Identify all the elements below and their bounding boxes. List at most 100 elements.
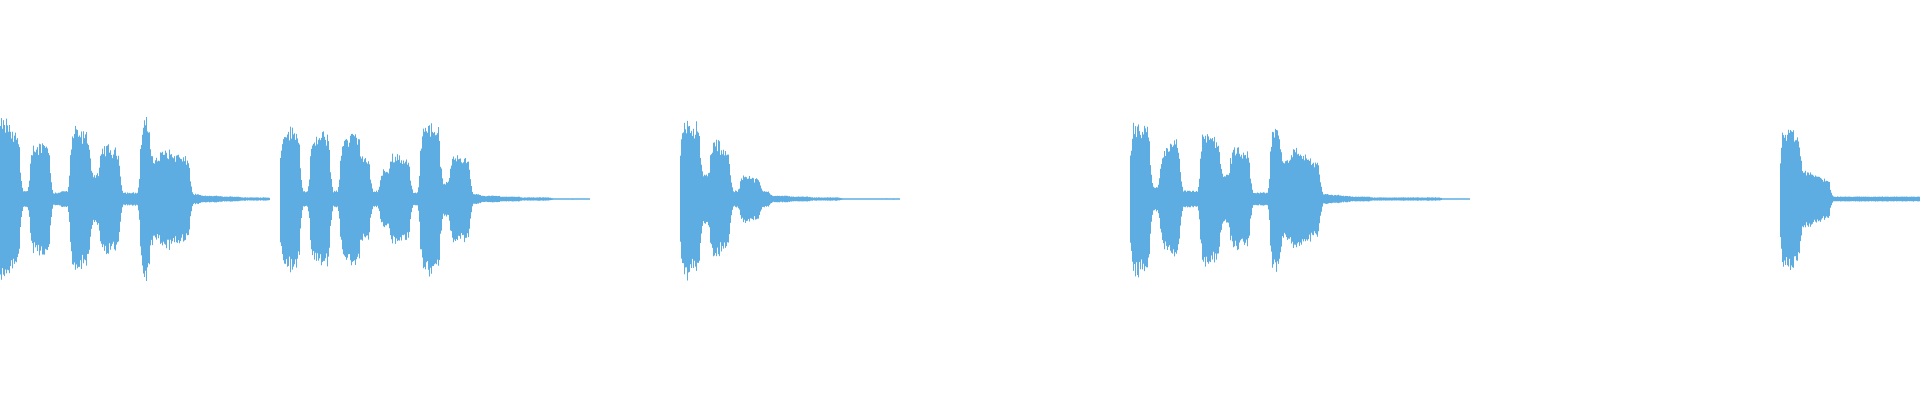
waveform-column [100, 144, 110, 255]
waveform-column [1820, 177, 1830, 222]
waveform-column [250, 197, 260, 201]
waveform-column [430, 123, 440, 274]
waveform-column [710, 139, 720, 257]
waveform-column [680, 120, 690, 281]
waveform-column [1800, 156, 1810, 242]
waveform-column [530, 197, 540, 201]
waveform-column [1210, 136, 1220, 263]
waveform-column [700, 157, 710, 243]
waveform-column [1400, 197, 1410, 201]
waveform-column [520, 197, 530, 201]
waveform-column [550, 197, 560, 201]
waveform-column [240, 197, 250, 201]
waveform-column [1190, 178, 1200, 220]
waveform-column [160, 149, 170, 250]
waveform-column [360, 156, 370, 241]
waveform-column [450, 155, 460, 243]
waveform-column [290, 126, 300, 273]
waveform-column [690, 121, 700, 271]
waveform-column [260, 197, 270, 201]
waveform-column [560, 198, 570, 200]
waveform-column [500, 196, 510, 202]
waveform-column [1260, 178, 1270, 220]
waveform-column [1320, 182, 1330, 216]
waveform-column [380, 168, 390, 229]
waveform-column [890, 198, 900, 200]
waveform-column [1890, 196, 1900, 202]
waveform-column [760, 185, 770, 212]
waveform-column [110, 147, 120, 251]
waveform-column [740, 175, 750, 223]
waveform-column [720, 149, 730, 252]
waveform-column [0, 118, 10, 280]
waveform-column [70, 125, 80, 270]
waveform-column [60, 175, 70, 222]
waveform-column [130, 178, 140, 220]
waveform-column [40, 143, 50, 255]
waveform-column [1280, 149, 1290, 253]
waveform-column [20, 172, 30, 227]
waveform-column [1460, 198, 1470, 200]
waveform-column [220, 196, 230, 202]
waveform-column [280, 131, 290, 267]
waveform-column [30, 143, 40, 256]
waveform-column [300, 168, 310, 229]
waveform-column [820, 197, 830, 201]
waveform-column [870, 198, 880, 200]
waveform-column [830, 197, 840, 201]
waveform-column [1300, 154, 1310, 245]
waveform-column [1780, 129, 1790, 267]
waveform-column [1440, 197, 1450, 201]
waveform-column [580, 198, 590, 200]
waveform-column [810, 197, 820, 201]
waveform-column [150, 149, 160, 246]
waveform-column [1850, 196, 1860, 202]
waveform-column [1410, 197, 1420, 201]
waveform-column [850, 198, 860, 200]
waveform-column [400, 159, 410, 241]
waveform-column [170, 154, 180, 244]
waveform-column [50, 173, 60, 226]
waveform-column [350, 133, 360, 266]
waveform-column [480, 195, 490, 204]
waveform-column [1420, 197, 1430, 201]
waveform-column [1270, 128, 1280, 272]
waveform-column [880, 198, 890, 200]
waveform-column [120, 176, 130, 222]
waveform-column [1220, 163, 1230, 233]
waveform-column [340, 139, 350, 260]
waveform-column [1350, 196, 1360, 202]
waveform-column [1310, 158, 1320, 242]
waveform-column [330, 172, 340, 226]
waveform-column [1150, 165, 1160, 234]
waveform-column [1380, 197, 1390, 201]
waveform-column [80, 131, 90, 269]
waveform-column [1810, 172, 1820, 227]
waveform-column [420, 125, 430, 277]
waveform-column [1170, 139, 1180, 257]
waveform-column [780, 195, 790, 203]
waveform-column [1430, 197, 1440, 201]
waveform-column [1790, 130, 1800, 270]
waveform-column [470, 179, 480, 219]
waveform-column [1340, 195, 1350, 203]
waveform-column [1840, 196, 1850, 202]
waveform-column [440, 166, 450, 234]
waveform-column [1240, 151, 1250, 247]
waveform-column [490, 195, 500, 203]
waveform-column [390, 153, 400, 244]
waveform-column [230, 196, 240, 202]
waveform-column [800, 196, 810, 202]
waveform-column [370, 179, 380, 218]
waveform-column [1180, 172, 1190, 226]
waveform-column [460, 158, 470, 243]
waveform-column [790, 196, 800, 202]
waveform-column [1330, 194, 1340, 204]
waveform-column [770, 194, 780, 204]
waveform-column [200, 195, 210, 203]
waveform-column [210, 195, 220, 203]
waveform-column [1200, 134, 1210, 267]
waveform-column [840, 198, 850, 200]
waveform-column [730, 175, 740, 223]
